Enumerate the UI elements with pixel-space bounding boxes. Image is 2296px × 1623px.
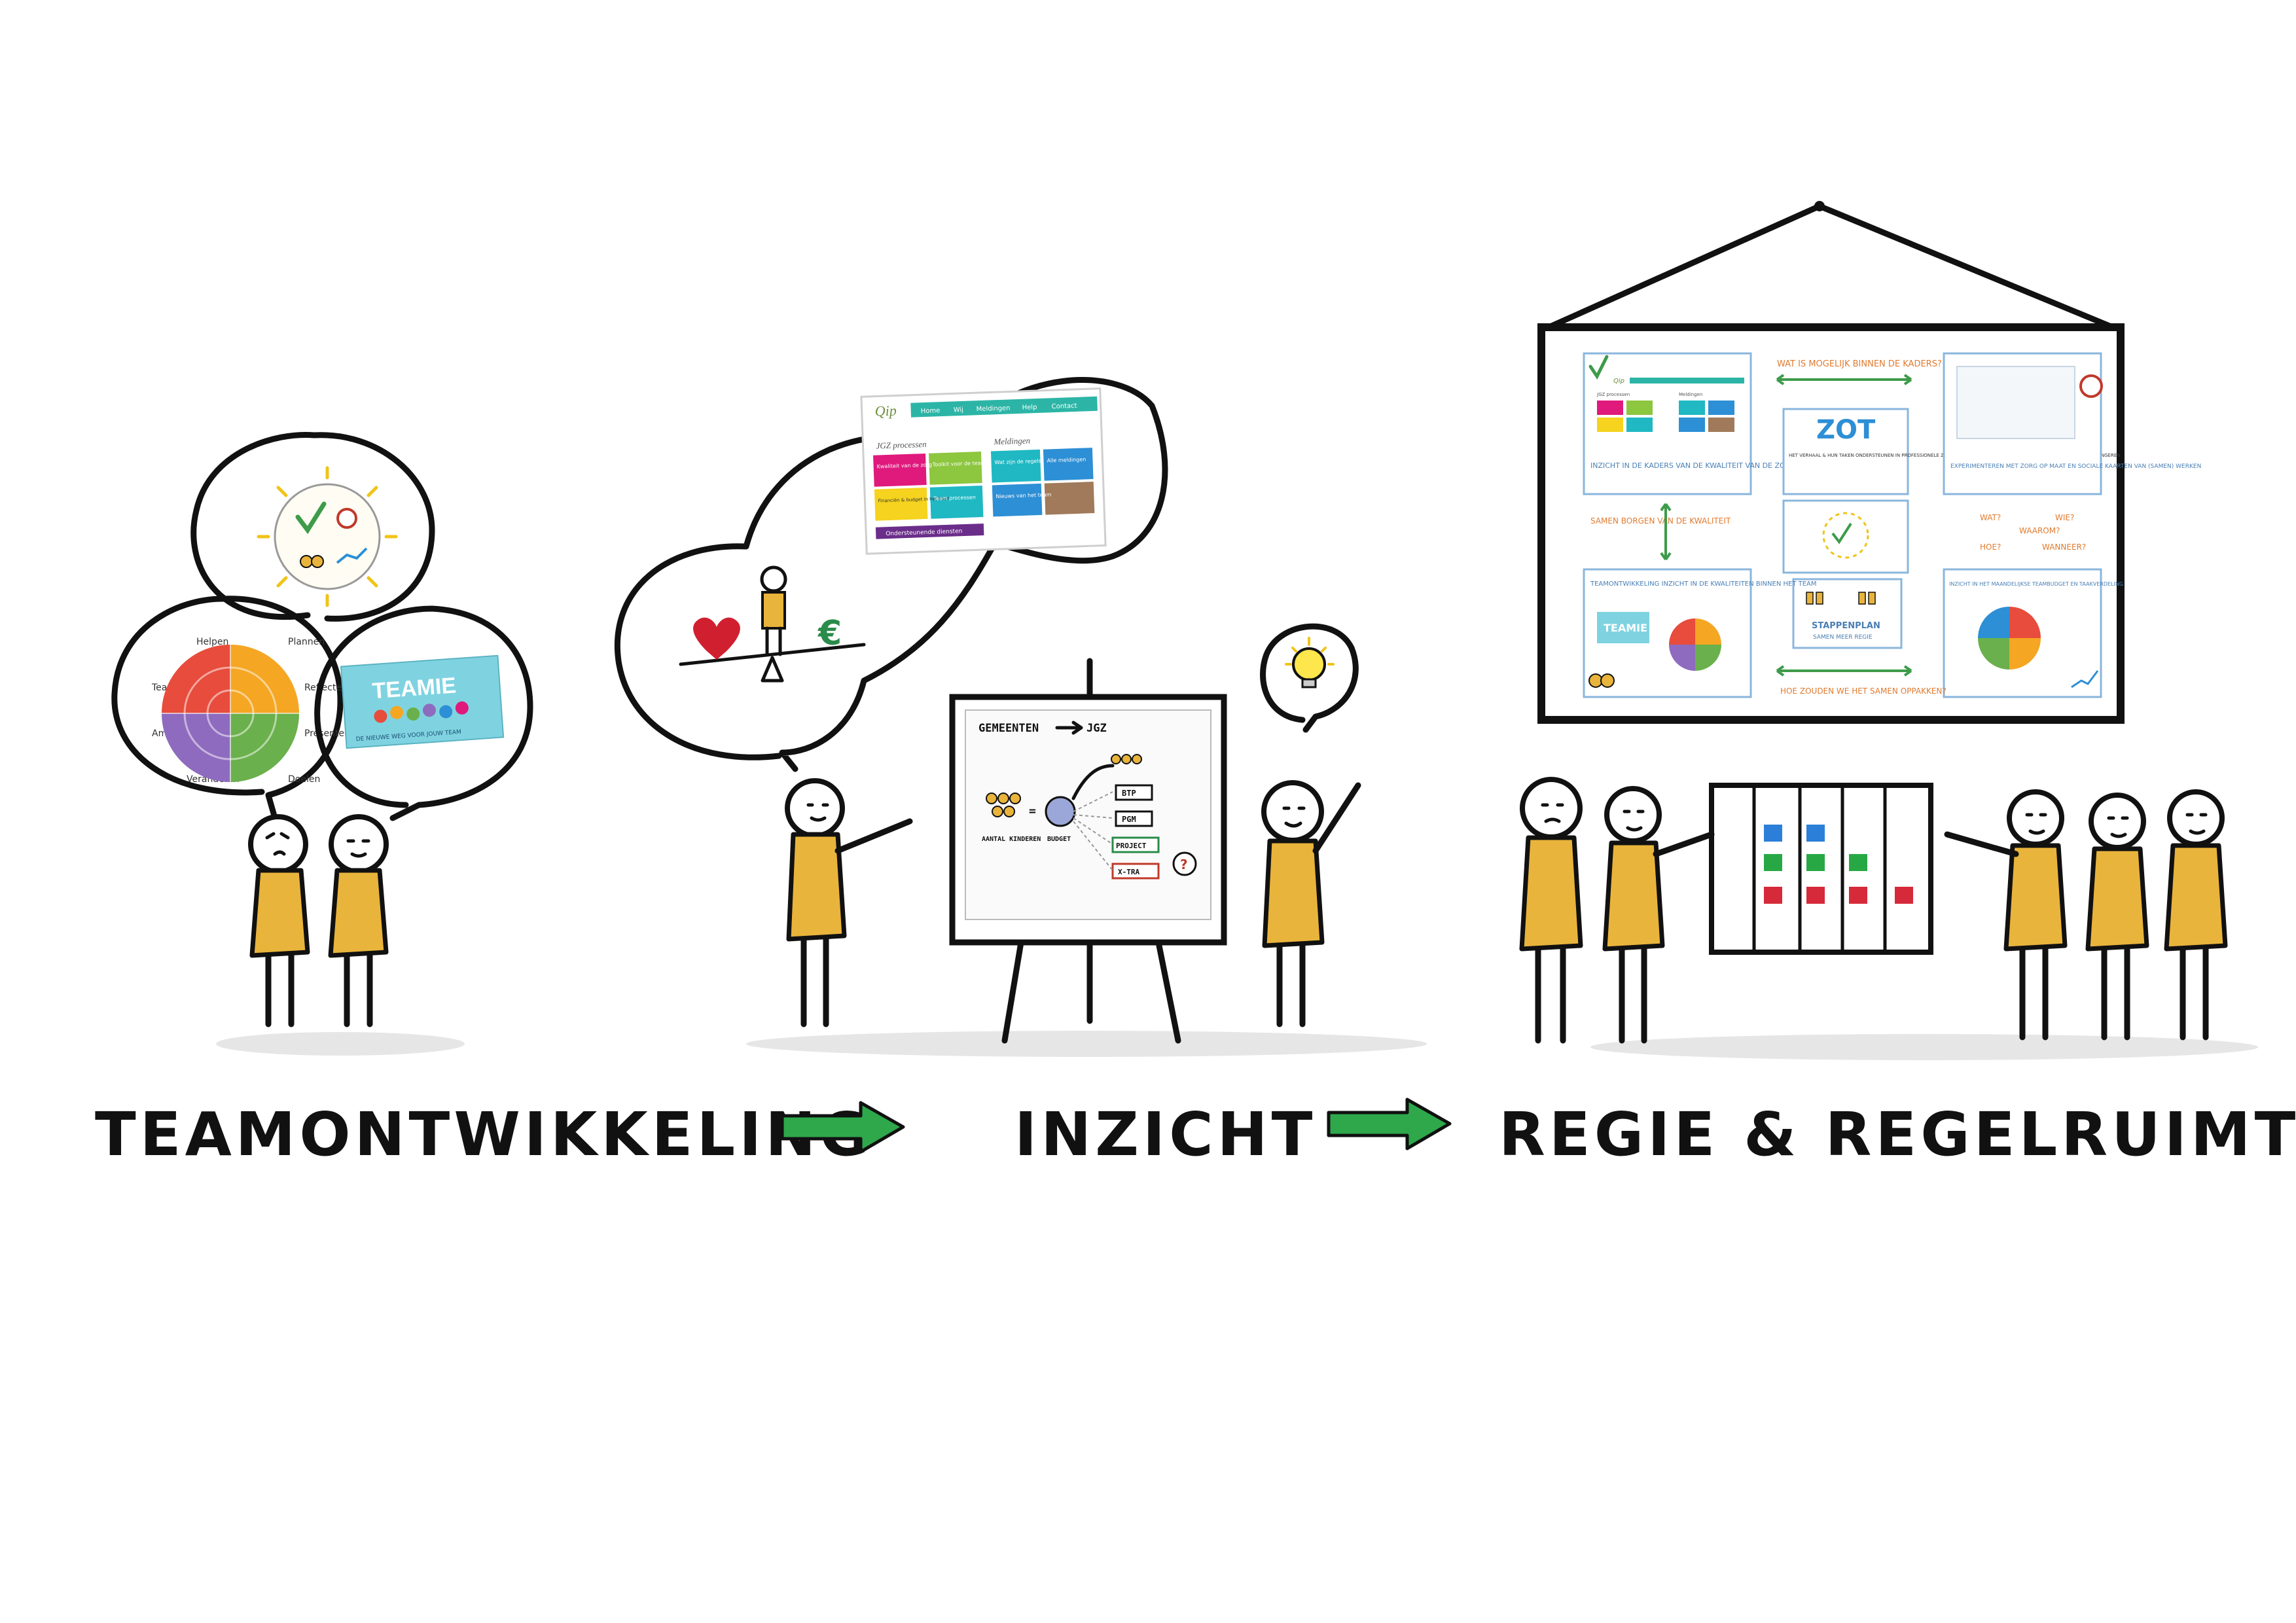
figure-body — [786, 832, 847, 942]
thought-bubble-teamie: TEAMIE DE NIEUWE WEG VOOR JOUW TEAM — [314, 605, 533, 821]
stage-label-teamontwikkeling: TEAMONTWIKKELING — [95, 1099, 873, 1169]
ground-shadows — [216, 1031, 2258, 1060]
qip-left-title: JGZ processen — [876, 439, 927, 451]
poster-step-title: STAPPENPLAN — [1812, 621, 1880, 631]
poster-card-tr: EXPERIMENTEREN MET ZORG OP MAAT EN SOCIA… — [1950, 463, 2201, 470]
svg-text:=: = — [1029, 804, 1036, 818]
children-label: AANTAL KINDEREN — [982, 836, 1041, 843]
poster-zot: ZOT — [1816, 415, 1876, 445]
poster-card-tl: INZICHT IN DE KADERS VAN DE KWALITEIT VA… — [1590, 461, 1796, 470]
qip-screen: Qip Home Wij Meldingen Help Contact JGZ … — [860, 387, 1107, 555]
flipchart-title-left: GEMEENTEN — [978, 722, 1039, 735]
kanban-board — [1709, 783, 1933, 955]
poster-card-bl: TEAMONTWIKKELING INZICHT IN DE KWALITEIT… — [1590, 580, 1817, 588]
flipchart-box: BTP — [1122, 789, 1136, 798]
presenter-left — [785, 778, 913, 1027]
poster-qip-logo: Qip — [1613, 378, 1624, 385]
sun-rays — [257, 466, 398, 607]
figure-head — [1261, 780, 1324, 843]
figure-head — [329, 814, 389, 874]
poster-q: HOE? — [1980, 543, 2001, 552]
qip-nav: Wij — [954, 406, 964, 414]
thought-bubble-wheel: Helpen Plannen Reflecteren Presenteren D… — [111, 596, 359, 821]
qip-nav: Help — [1022, 404, 1037, 412]
checkmark-icon — [295, 501, 327, 535]
team-group — [1111, 754, 1142, 764]
figure-group-stage3-right — [1944, 789, 2228, 1041]
flipchart-title-right: JGZ — [1086, 722, 1107, 735]
figure-head — [785, 778, 845, 838]
thought-bubble-top — [190, 431, 435, 622]
arrow-icon — [780, 1101, 905, 1154]
cloud-bubble — [614, 377, 1168, 772]
poster-bottom-question: HOE ZOUDEN WE HET SAMEN OPPAKKEN? — [1780, 687, 1946, 696]
flipchart-box: PROJECT — [1116, 842, 1147, 850]
poster-q: WIE? — [2055, 513, 2074, 522]
chart-icon — [336, 547, 368, 564]
figure-body — [1262, 838, 1325, 948]
piggybank-icon — [336, 508, 357, 529]
stage-inzicht: Qip Home Wij Meldingen Help Contact JGZ … — [614, 377, 1361, 1044]
figure-pair-stage3-left — [1519, 777, 1715, 1044]
piggybank-icon — [1045, 796, 1076, 827]
lightbulb-bubble — [1260, 623, 1359, 733]
qip-tile: Nieuws van het team — [996, 491, 1052, 499]
figure-body — [249, 868, 310, 958]
poster-q: WAAROM? — [2019, 526, 2060, 535]
qip-right-title: Meldingen — [993, 435, 1030, 446]
euro-icon: € — [817, 614, 842, 653]
flipchart: GEMEENTEN JGZ AANTAL KINDEREN = BUDGET B… — [949, 658, 1227, 1044]
poster-card-br: INZICHT IN HET MAANDELIJKSE TEAMBUDGET E… — [1949, 581, 2123, 587]
qip-tile: Wat zijn de regels — [994, 458, 1041, 465]
qip-tile: Toolkit voor de teams — [931, 460, 988, 468]
heart-icon — [693, 617, 740, 660]
poster-left-mid: SAMEN BORGEN VAN DE KWALITEIT — [1590, 516, 1731, 526]
poster-q: WAT? — [1980, 513, 2001, 522]
stage-teamontwikkeling: Helpen Plannen Reflecteren Presenteren D… — [111, 431, 533, 1027]
poster-step-sub: SAMEN MEER REGIE — [1813, 634, 1873, 641]
balance-scale: € — [679, 565, 866, 683]
qip-nav: Home — [921, 407, 941, 415]
captions: TEAMONTWIKKELING INZICHT REGIE & REGELRU… — [95, 1097, 2296, 1169]
poster-q: WANNEER? — [2042, 543, 2086, 552]
qip-tile: Kwaliteit van de zorg — [877, 462, 932, 470]
stage-label-inzicht: INZICHT — [1014, 1099, 1316, 1169]
teamie-title: TEAMIE — [371, 673, 457, 704]
lightbulb-icon — [1292, 647, 1326, 681]
poster-top-question: WAT IS MOGELIJK BINNEN DE KADERS? — [1777, 359, 1942, 369]
chart-icon — [2071, 670, 2099, 688]
skill-wheel — [162, 645, 299, 782]
wheel-label: Helpen — [196, 637, 228, 647]
stage-label-regie: REGIE & REGELRUIMTE — [1499, 1099, 2296, 1169]
qip-tile: Team processen — [933, 494, 976, 501]
qip-logo: Qip — [874, 402, 897, 419]
stage-regie: Qip JGZ processen Meldingen INZICHT IN D… — [1519, 201, 2228, 1044]
wheel-label: Plannen — [288, 637, 325, 647]
flipchart-box: PGM — [1122, 815, 1136, 824]
figure-pair-stage1 — [248, 814, 389, 1027]
figure-body — [328, 868, 389, 958]
poster: Qip JGZ processen Meldingen INZICHT IN D… — [1537, 201, 2201, 724]
qip-tile: Alle meldingen — [1047, 456, 1086, 463]
poster-qip-right: Meldingen — [1679, 392, 1702, 397]
figure-head — [248, 814, 308, 874]
wheel-label: Doelen — [288, 774, 320, 785]
poster-qip-left: JGZ processen — [1596, 392, 1630, 397]
qip-nav: Meldingen — [977, 404, 1011, 413]
qip-footer: Ondersteunende diensten — [886, 528, 962, 537]
poster-teamie: TEAMIE — [1604, 622, 1647, 634]
budget-label: BUDGET — [1047, 836, 1071, 843]
presenter-right — [1260, 623, 1361, 1027]
arrow-icon — [1327, 1097, 1452, 1150]
qip-nav: Contact — [1051, 402, 1077, 410]
children-group — [986, 793, 1021, 817]
flipchart-question: ? — [1180, 857, 1188, 872]
flipchart-box: X-TRA — [1118, 868, 1139, 876]
qip-tile: Financiën & budget in het team — [878, 496, 950, 504]
